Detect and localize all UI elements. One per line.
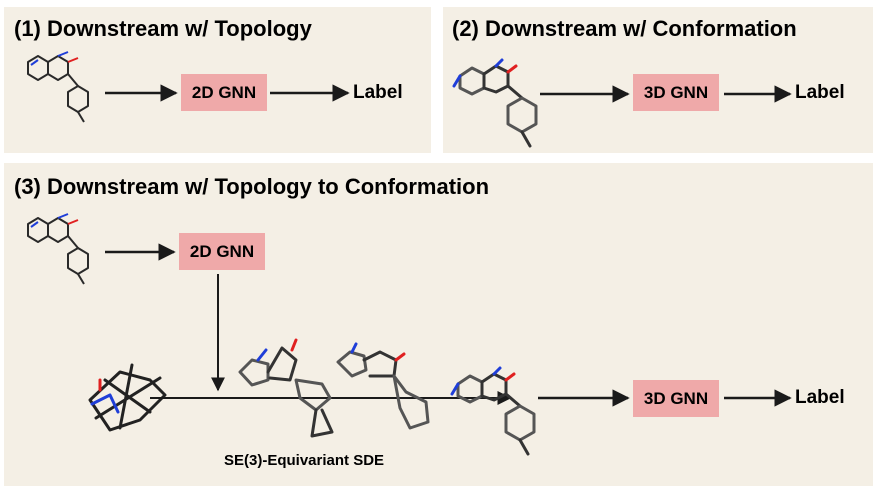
- molecule-3d-icon: [452, 58, 538, 148]
- label-output-panel-3: Label: [795, 387, 845, 408]
- gnn-2d-box-panel-3: 2D GNN: [179, 233, 265, 270]
- molecule-3d-icon: [450, 366, 536, 456]
- panel-2-title: (2) Downstream w/ Conformation: [452, 16, 797, 41]
- molecule-2d-icon: [27, 213, 89, 285]
- sde-caption: SE(3)-Equivariant SDE: [224, 452, 385, 469]
- panel-topology-to-conformation: [4, 163, 873, 486]
- molecule-3d-icon: [336, 342, 430, 430]
- label-output-panel-1: Label: [353, 82, 403, 103]
- molecule-3d-icon: [88, 363, 167, 432]
- gnn-3d-box-panel-3: 3D GNN: [633, 380, 719, 417]
- panel-3-title: (3) Downstream w/ Topology to Conformati…: [14, 174, 490, 199]
- panel-1-title: (1) Downstream w/ Topology: [14, 16, 312, 41]
- label-output-panel-2: Label: [795, 82, 845, 103]
- gnn-2d-box-panel-1: 2D GNN: [181, 74, 267, 111]
- molecule-3d-icon: [238, 338, 334, 438]
- molecule-2d-icon: [27, 51, 89, 123]
- gnn-3d-box-panel-2: 3D GNN: [633, 74, 719, 111]
